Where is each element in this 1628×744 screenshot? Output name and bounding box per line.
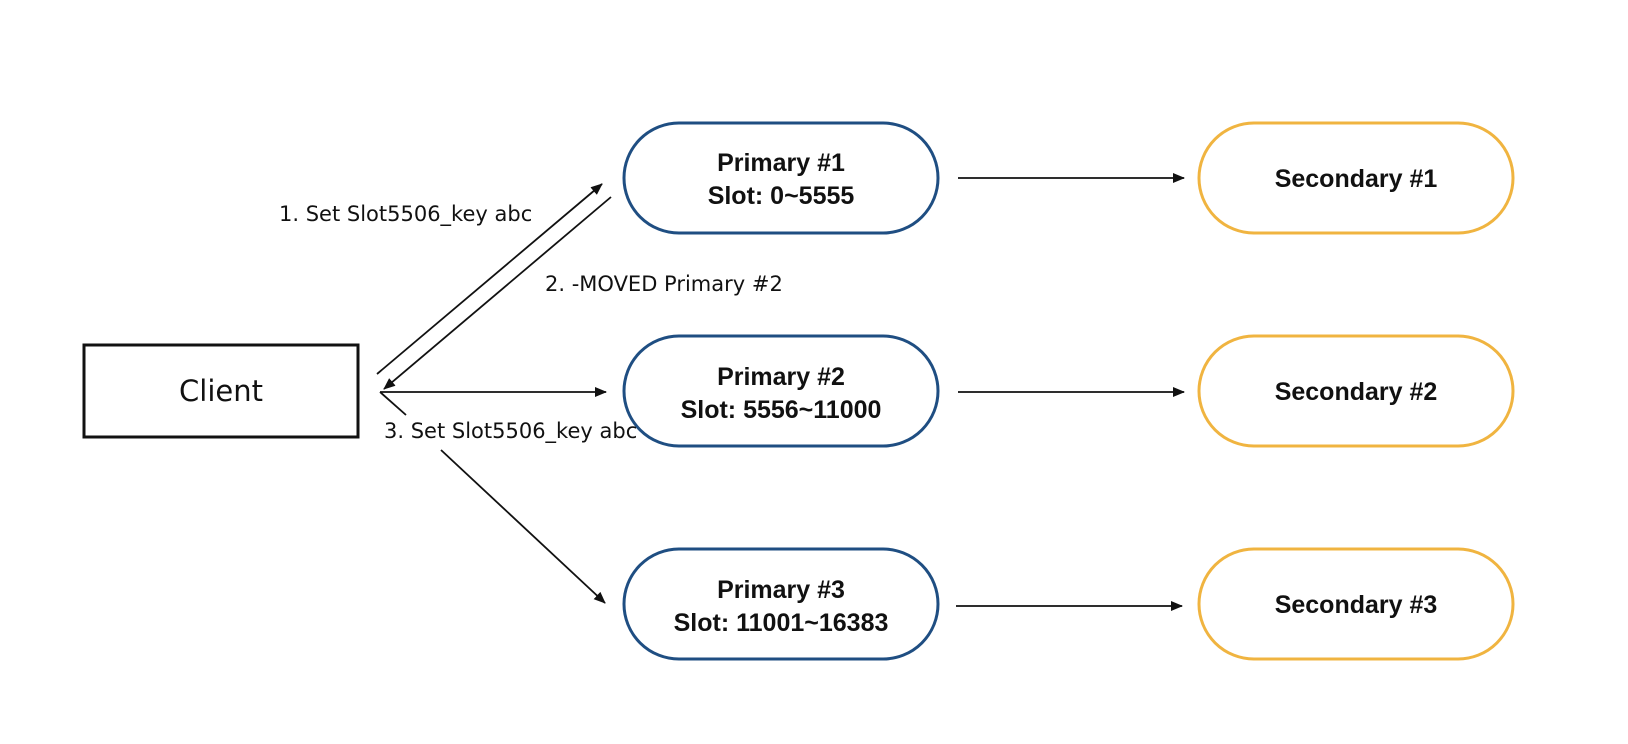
primary-1-box (622, 121, 940, 235)
primary-3-box (622, 547, 940, 661)
step1-arrow (376, 183, 603, 375)
primary-1-title: Primary #1 (717, 149, 845, 177)
secondary-1-box (1197, 121, 1515, 235)
client-box (82, 343, 360, 439)
client-to-primary3-arrow (440, 449, 606, 604)
primary-2-title: Primary #2 (717, 363, 845, 391)
primary-node-2: Primary #2 Slot: 5556~11000 (622, 334, 940, 448)
primary-node-1: Primary #1 Slot: 0~5555 (622, 121, 940, 235)
primary-2-slots: Slot: 5556~11000 (681, 396, 882, 424)
step1-label: 1. Set Slot5506_key abc (279, 202, 532, 227)
step3-label: 3. Set Slot5506_key abc (384, 419, 637, 444)
client-node: Client (82, 343, 360, 439)
step2-arrow (383, 196, 612, 390)
primary-3-title: Primary #3 (717, 576, 845, 604)
step2-label: 2. -MOVED Primary #2 (545, 272, 783, 296)
step3-connector (379, 391, 407, 416)
secondary-node-2: Secondary #2 (1197, 334, 1515, 448)
client-label: Client (179, 374, 263, 408)
secondary-node-1: Secondary #1 (1197, 121, 1515, 235)
primary-2-box (622, 334, 940, 448)
secondary-2-title: Secondary #2 (1275, 378, 1438, 406)
primary-3-slots: Slot: 11001~16383 (674, 609, 889, 637)
secondary-node-3: Secondary #3 (1197, 547, 1515, 661)
secondary-3-box (1197, 547, 1515, 661)
primary-node-3: Primary #3 Slot: 11001~16383 (622, 547, 940, 661)
secondary-2-box (1197, 334, 1515, 448)
secondary-1-title: Secondary #1 (1275, 165, 1438, 193)
secondary-3-title: Secondary #3 (1275, 591, 1438, 619)
primary-1-slots: Slot: 0~5555 (708, 182, 855, 210)
